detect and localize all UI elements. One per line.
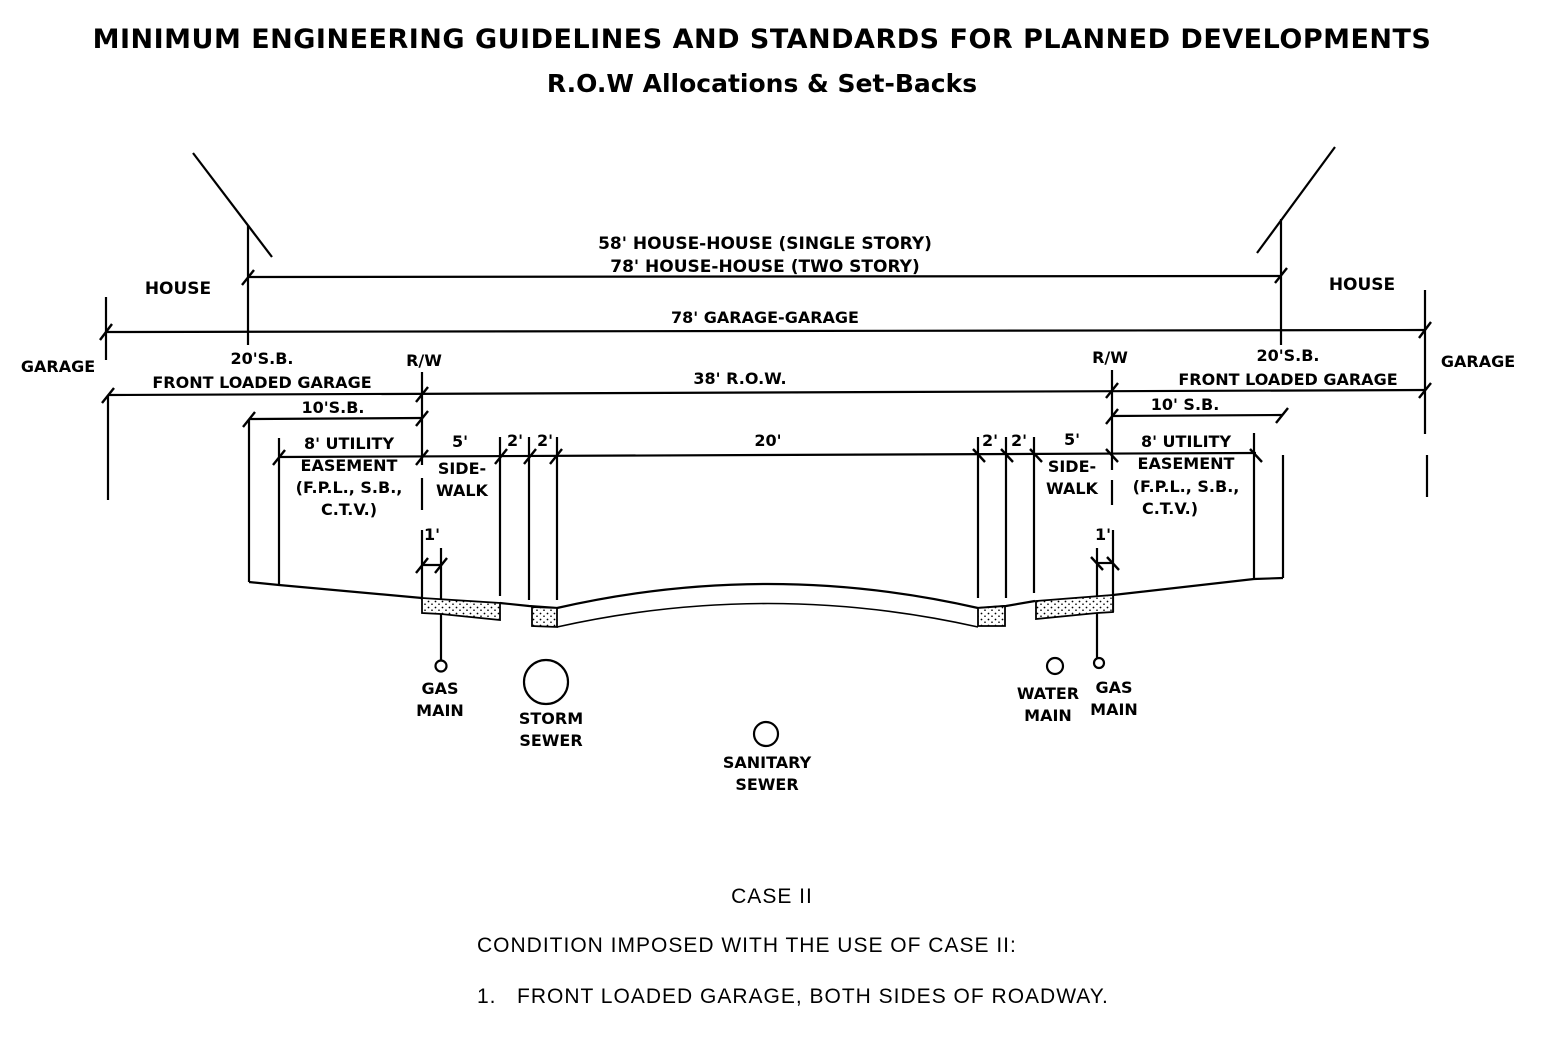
svg-text:STORM: STORM [519,709,583,728]
curb-gutter-left [531,606,558,628]
svg-text:GAS: GAS [1095,678,1132,697]
gas-main-right-label: GAS MAIN [1090,678,1138,719]
setback-10-left-label: 10'S.B. [301,398,364,417]
condition-item-1: 1. FRONT LOADED GARAGE, BOTH SIDES OF RO… [477,985,1109,1008]
sidewalk-left-slab [421,597,501,621]
sidewalk-right-dimension: 5' [1064,430,1080,449]
dimension-setback-10-right [1105,407,1289,578]
garage-right-label: GARAGE [1441,352,1515,371]
svg-text:(F.P.L., S.B.,: (F.P.L., S.B., [296,478,403,497]
svg-text:WALK: WALK [436,481,489,500]
house-house-two-story-label: 78' HOUSE-HOUSE (TWO STORY) [610,257,919,277]
dimension-offset-left [415,530,448,660]
garage-left-label: GARAGE [21,357,95,376]
utility-easement-right-label: 8' UTILITY EASEMENT (F.P.L., S.B., C.T.V… [1133,432,1240,518]
sanitary-sewer-label: SANITARY SEWER [723,753,812,794]
case-label: CASE II [731,885,813,908]
storm-sewer-pipe [522,658,570,706]
sidewalk-left-dimension: 5' [452,432,468,451]
svg-text:SANITARY: SANITARY [723,753,812,772]
svg-text:SEWER: SEWER [519,731,582,750]
water-main-pipe [1045,656,1065,676]
house-left-outline [192,152,273,345]
dimension-components-line [272,433,1263,600]
svg-text:EASEMENT: EASEMENT [301,456,398,475]
svg-text:SEWER: SEWER [735,775,798,794]
dimension-setback-10-left [242,410,429,582]
svg-text:C.T.V.): C.T.V.) [321,500,377,519]
house-right-outline [1256,146,1336,345]
dimension-garage-garage [99,290,1432,434]
svg-text:SIDE-: SIDE- [438,459,486,478]
setback-10-right-label: 10' S.B. [1151,395,1220,414]
svg-text:EASEMENT: EASEMENT [1138,454,1235,473]
gas-main-right-pipe [1092,656,1106,670]
setback-20-left-label: 20'S.B. [230,349,293,368]
curb-gutter-right [977,605,1006,627]
house-house-single-story-label: 58' HOUSE-HOUSE (SINGLE STORY) [598,234,932,254]
gutter-left-2-dimension: 2' [537,431,553,450]
gutter-right-1-dimension: 2' [982,431,998,450]
condition-heading: CONDITION IMPOSED WITH THE USE OF CASE I… [477,934,1017,957]
gas-main-left-label: GAS MAIN [416,679,464,720]
svg-text:MAIN: MAIN [416,701,464,720]
dimension-row-line [101,370,1432,510]
svg-text:8' UTILITY: 8' UTILITY [1141,432,1232,451]
offset-left-label: 1' [424,525,440,544]
gutter-right-2-dimension: 2' [1011,431,1027,450]
svg-text:GAS: GAS [421,679,458,698]
gutter-left-1-dimension: 2' [507,431,523,450]
svg-text:WATER: WATER [1017,684,1079,703]
svg-text:SIDE-: SIDE- [1048,457,1096,476]
garage-garage-label: 78' GARAGE-GARAGE [671,308,859,327]
svg-text:MAIN: MAIN [1090,700,1138,719]
gas-main-left-pipe [434,659,448,673]
right-of-way-right-label: R/W [1092,348,1128,367]
svg-text:(F.P.L., S.B.,: (F.P.L., S.B., [1133,477,1240,496]
svg-text:C.T.V.): C.T.V.) [1142,499,1198,518]
water-main-label: WATER MAIN [1017,684,1079,725]
sidewalk-left-label: SIDE- WALK [436,459,489,500]
dimension-house-house [241,267,1288,286]
sidewalk-right-slab [1035,594,1114,620]
row-38-label: 38' R.O.W. [693,369,786,388]
house-left-label: HOUSE [145,279,211,299]
ground-profile [248,576,1284,628]
front-loaded-garage-right-label: FRONT LOADED GARAGE [1178,370,1397,389]
setback-20-right-label: 20'S.B. [1256,346,1319,365]
sanitary-sewer-pipe [752,720,780,748]
right-of-way-left-label: R/W [406,351,442,370]
page-subtitle: R.O.W Allocations & Set-Backs [547,69,977,98]
svg-text:8' UTILITY: 8' UTILITY [304,434,395,453]
page-title: MINIMUM ENGINEERING GUIDELINES AND STAND… [93,24,1432,55]
svg-text:WALK: WALK [1046,479,1099,498]
front-loaded-garage-left-label: FRONT LOADED GARAGE [152,373,371,392]
utility-easement-left-label: 8' UTILITY EASEMENT (F.P.L., S.B., C.T.V… [296,434,403,519]
storm-sewer-label: STORM SEWER [519,709,583,750]
house-right-label: HOUSE [1329,275,1395,295]
pavement-20-dimension: 20' [754,431,781,450]
svg-text:MAIN: MAIN [1024,706,1072,725]
sidewalk-right-label: SIDE- WALK [1046,457,1099,498]
offset-right-label: 1' [1095,525,1111,544]
